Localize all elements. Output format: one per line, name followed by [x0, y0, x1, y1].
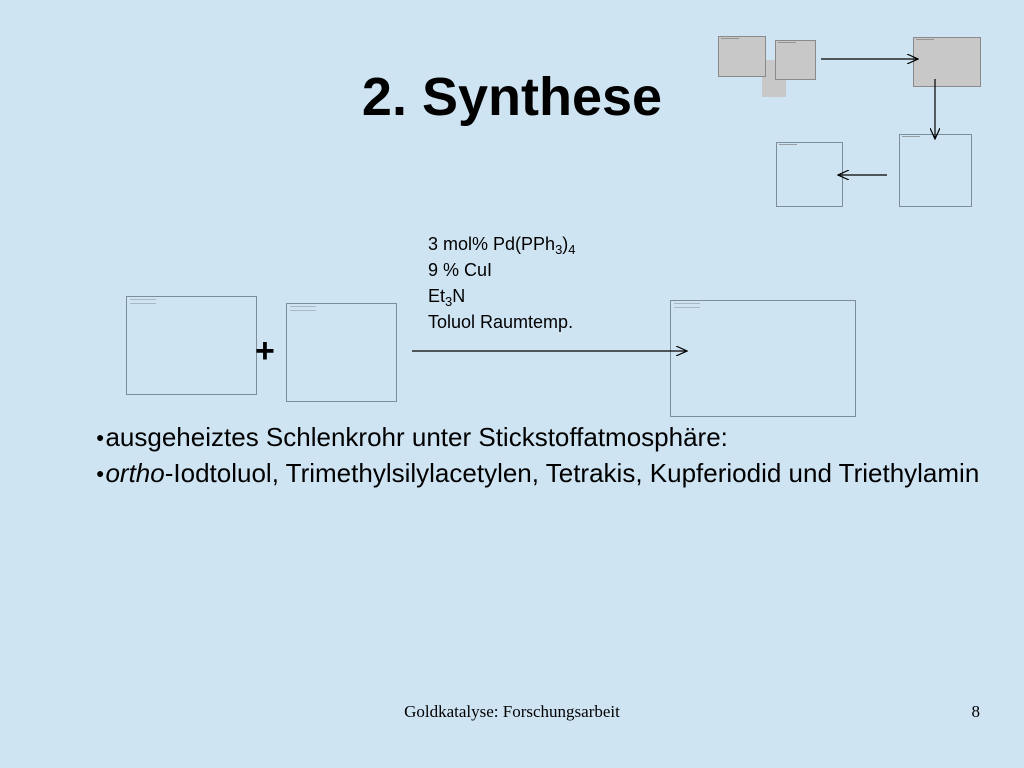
scheme-image-1 — [718, 36, 766, 77]
reactant-image-1 — [126, 296, 257, 395]
bullet-list: ●ausgeheiztes Schlenkrohr unter Sticksto… — [96, 419, 1024, 491]
condition-cocatalyst: 9 % CuI — [428, 260, 493, 280]
bullet-marker: ● — [96, 429, 105, 445]
condition-base: Et3N — [428, 286, 466, 309]
slide-title: 2. Synthese — [361, 67, 663, 127]
scheme-image-2 — [775, 40, 816, 80]
reaction-conditions: 3 mol% Pd(PPh3)4 9 % CuI Et3N Toluol Rau… — [428, 231, 576, 335]
page-number: 8 — [971, 702, 981, 721]
scheme-image-3 — [913, 37, 981, 87]
condition-solvent: Toluol Raumtemp. — [428, 312, 574, 332]
bullet-item-2: ●ortho-Iodtoluol, Trimethylsilylacetylen… — [96, 458, 980, 488]
plus-sign: + — [255, 332, 275, 370]
footer-text: Goldkatalyse: Forschungsarbeit — [404, 702, 620, 721]
bullet-item-1: ●ausgeheiztes Schlenkrohr unter Sticksto… — [96, 422, 728, 452]
bullet-marker: ● — [96, 465, 105, 481]
product-image — [670, 300, 856, 417]
reactant-image-2 — [286, 303, 397, 402]
condition-catalyst: 3 mol% Pd(PPh3)4 — [428, 234, 576, 257]
